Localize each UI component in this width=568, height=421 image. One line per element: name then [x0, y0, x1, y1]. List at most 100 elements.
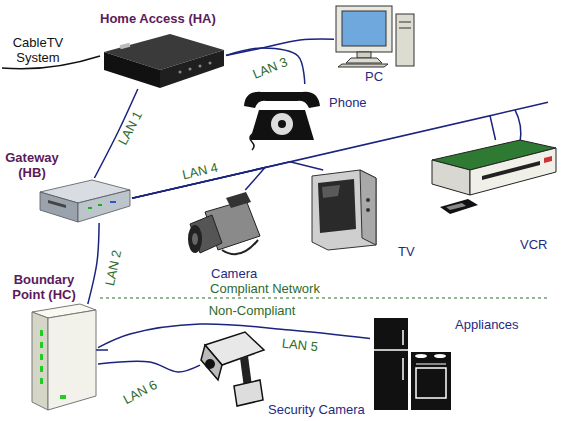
- vcr: [544, 156, 552, 163]
- home-access-node: Home Access (HA): [100, 33, 226, 89]
- home-access-device: [209, 62, 212, 65]
- boundary-point-node: Boundary Point (HC): [30, 304, 98, 413]
- pc-computer: [399, 22, 411, 23]
- pc-computer: [357, 52, 371, 58]
- device-label: VCR: [520, 237, 547, 252]
- camcorder: [226, 192, 251, 208]
- appliances: [415, 354, 427, 358]
- boundary-point-device: [40, 354, 43, 360]
- device-title: Boundary Point (HC): [3, 272, 85, 302]
- boundary-point-device: [60, 395, 66, 399]
- tv-set: [366, 198, 370, 202]
- camera-node: Camera: [186, 190, 262, 262]
- zone-label: Non-Compliant: [209, 303, 296, 318]
- device-title: Gateway (HB): [2, 150, 62, 180]
- vcr: [446, 203, 466, 210]
- camcorder: [222, 240, 258, 254]
- camcorder: [188, 192, 260, 254]
- gateway-device: [98, 204, 102, 206]
- pc-computer: [342, 11, 386, 46]
- bus-line: [515, 110, 521, 143]
- security-camera: [201, 332, 264, 406]
- boundary-point-device: [40, 330, 43, 336]
- device-label: Camera: [211, 266, 257, 281]
- gateway-device: [110, 201, 116, 203]
- lan-connector: [98, 361, 200, 372]
- appliances: [434, 354, 446, 358]
- lan-label: LAN 1: [115, 109, 145, 148]
- device-label: Security Camera: [268, 402, 365, 417]
- boundary-point-device: [40, 342, 43, 348]
- connector-group: [88, 39, 496, 372]
- tv-node: TV: [310, 170, 376, 250]
- tv-set: [366, 208, 370, 212]
- appliances-node: Appliances: [370, 314, 452, 412]
- boundary-point-device: [32, 312, 48, 410]
- tv-set: [322, 185, 340, 198]
- vcr: [432, 140, 556, 214]
- lan-label: LAN 3: [250, 54, 289, 81]
- gateway-device: [40, 192, 78, 222]
- phone-node: Phone: [240, 84, 322, 142]
- pc-computer: [336, 6, 392, 52]
- appliances: [411, 352, 451, 410]
- cable-system-label: CableTV System: [7, 35, 69, 65]
- phone: [250, 134, 254, 150]
- vcr: [482, 161, 540, 180]
- device-label: Appliances: [455, 317, 519, 332]
- zone-label: Compliant Network: [210, 281, 320, 296]
- lan-label: LAN 5: [281, 336, 319, 355]
- pc-node: PC: [334, 4, 416, 68]
- home-access-device: [160, 50, 224, 88]
- lan-label: LAN 6: [121, 377, 160, 407]
- phone: [278, 120, 286, 128]
- device-label: PC: [365, 69, 383, 84]
- camcorder: [188, 225, 202, 253]
- boundary-point-device: [40, 366, 43, 372]
- bus-line: [490, 102, 548, 143]
- tv-set: [312, 170, 376, 250]
- device-label: TV: [398, 244, 415, 259]
- pc-computer: [396, 14, 414, 66]
- tv-set: [318, 179, 356, 233]
- pc-computer: [399, 28, 411, 29]
- appliances: [402, 330, 404, 345]
- appliances: [416, 364, 446, 365]
- home-access-device: [189, 68, 192, 71]
- phone: [244, 92, 320, 108]
- gateway-device: [78, 190, 130, 222]
- vcr: [470, 148, 556, 195]
- home-access-device: [120, 43, 131, 49]
- pc-computer: [346, 58, 382, 63]
- security-camera: [205, 359, 215, 369]
- appliances: [402, 358, 404, 380]
- lan-connector: [226, 48, 305, 84]
- boundary-point-device: [48, 310, 96, 410]
- appliances: [374, 318, 408, 410]
- home-access-device: [199, 65, 202, 68]
- gateway-device: [48, 200, 66, 208]
- phone: [271, 113, 293, 135]
- pc-computer: [338, 64, 388, 67]
- boundary-point-device: [32, 304, 108, 410]
- gateway-device: [88, 207, 92, 209]
- lan-label: LAN 2: [102, 249, 124, 287]
- security-camera: [234, 380, 263, 406]
- vcr-node: VCR: [430, 140, 556, 218]
- lan-label: LAN 4: [181, 160, 220, 183]
- appliances: [416, 368, 446, 398]
- boundary-point-device: [40, 378, 43, 384]
- security-camera-node: Security Camera: [200, 330, 266, 408]
- lan-connector: [88, 223, 99, 304]
- appliances: [374, 318, 451, 410]
- phone: [244, 92, 320, 150]
- gateway-device: [40, 180, 130, 222]
- home-access-device: [179, 71, 182, 74]
- lan-connector: [226, 39, 334, 55]
- gateway-node: Gateway (HB): [38, 178, 132, 223]
- device-title: Home Access (HA): [100, 11, 216, 26]
- device-label: Phone: [329, 95, 367, 110]
- home-access-device: [104, 34, 224, 88]
